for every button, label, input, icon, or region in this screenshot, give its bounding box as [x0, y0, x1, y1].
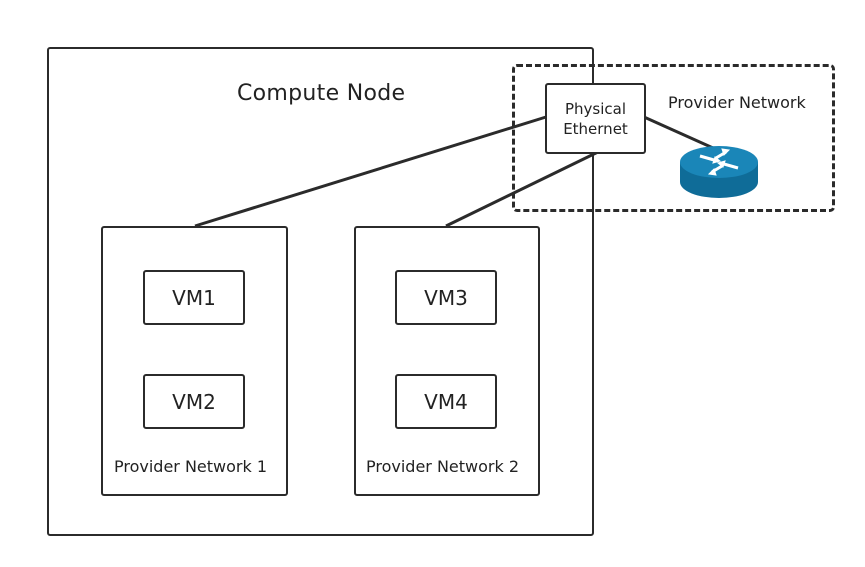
vm-box-vm3: VM3 [395, 270, 497, 325]
link-pe-to-group2 [445, 150, 599, 228]
provider-network-area [512, 64, 835, 212]
physical-ethernet-line2: Ethernet [563, 119, 628, 138]
vm-box-vm1: VM1 [143, 270, 245, 325]
provider-network-2-group [354, 226, 540, 496]
provider-network-2-label: Provider Network 2 [366, 457, 520, 476]
vm4-label: VM4 [424, 389, 468, 414]
vm3-label: VM3 [424, 285, 468, 310]
compute-node-title: Compute Node [237, 81, 406, 106]
vm2-label: VM2 [172, 389, 216, 414]
vm1-label: VM1 [172, 285, 216, 310]
provider-network-1-label: Provider Network 1 [114, 457, 268, 476]
physical-ethernet-line1: Physical [564, 99, 627, 118]
physical-ethernet-box: Physical Ethernet [545, 83, 646, 154]
link-pe-to-group1 [194, 115, 547, 228]
link-pe-to-router [643, 115, 723, 154]
provider-network-title: Provider Network [668, 93, 806, 112]
vm-box-vm2: VM2 [143, 374, 245, 429]
vm-box-vm4: VM4 [395, 374, 497, 429]
provider-network-1-group [101, 226, 288, 496]
